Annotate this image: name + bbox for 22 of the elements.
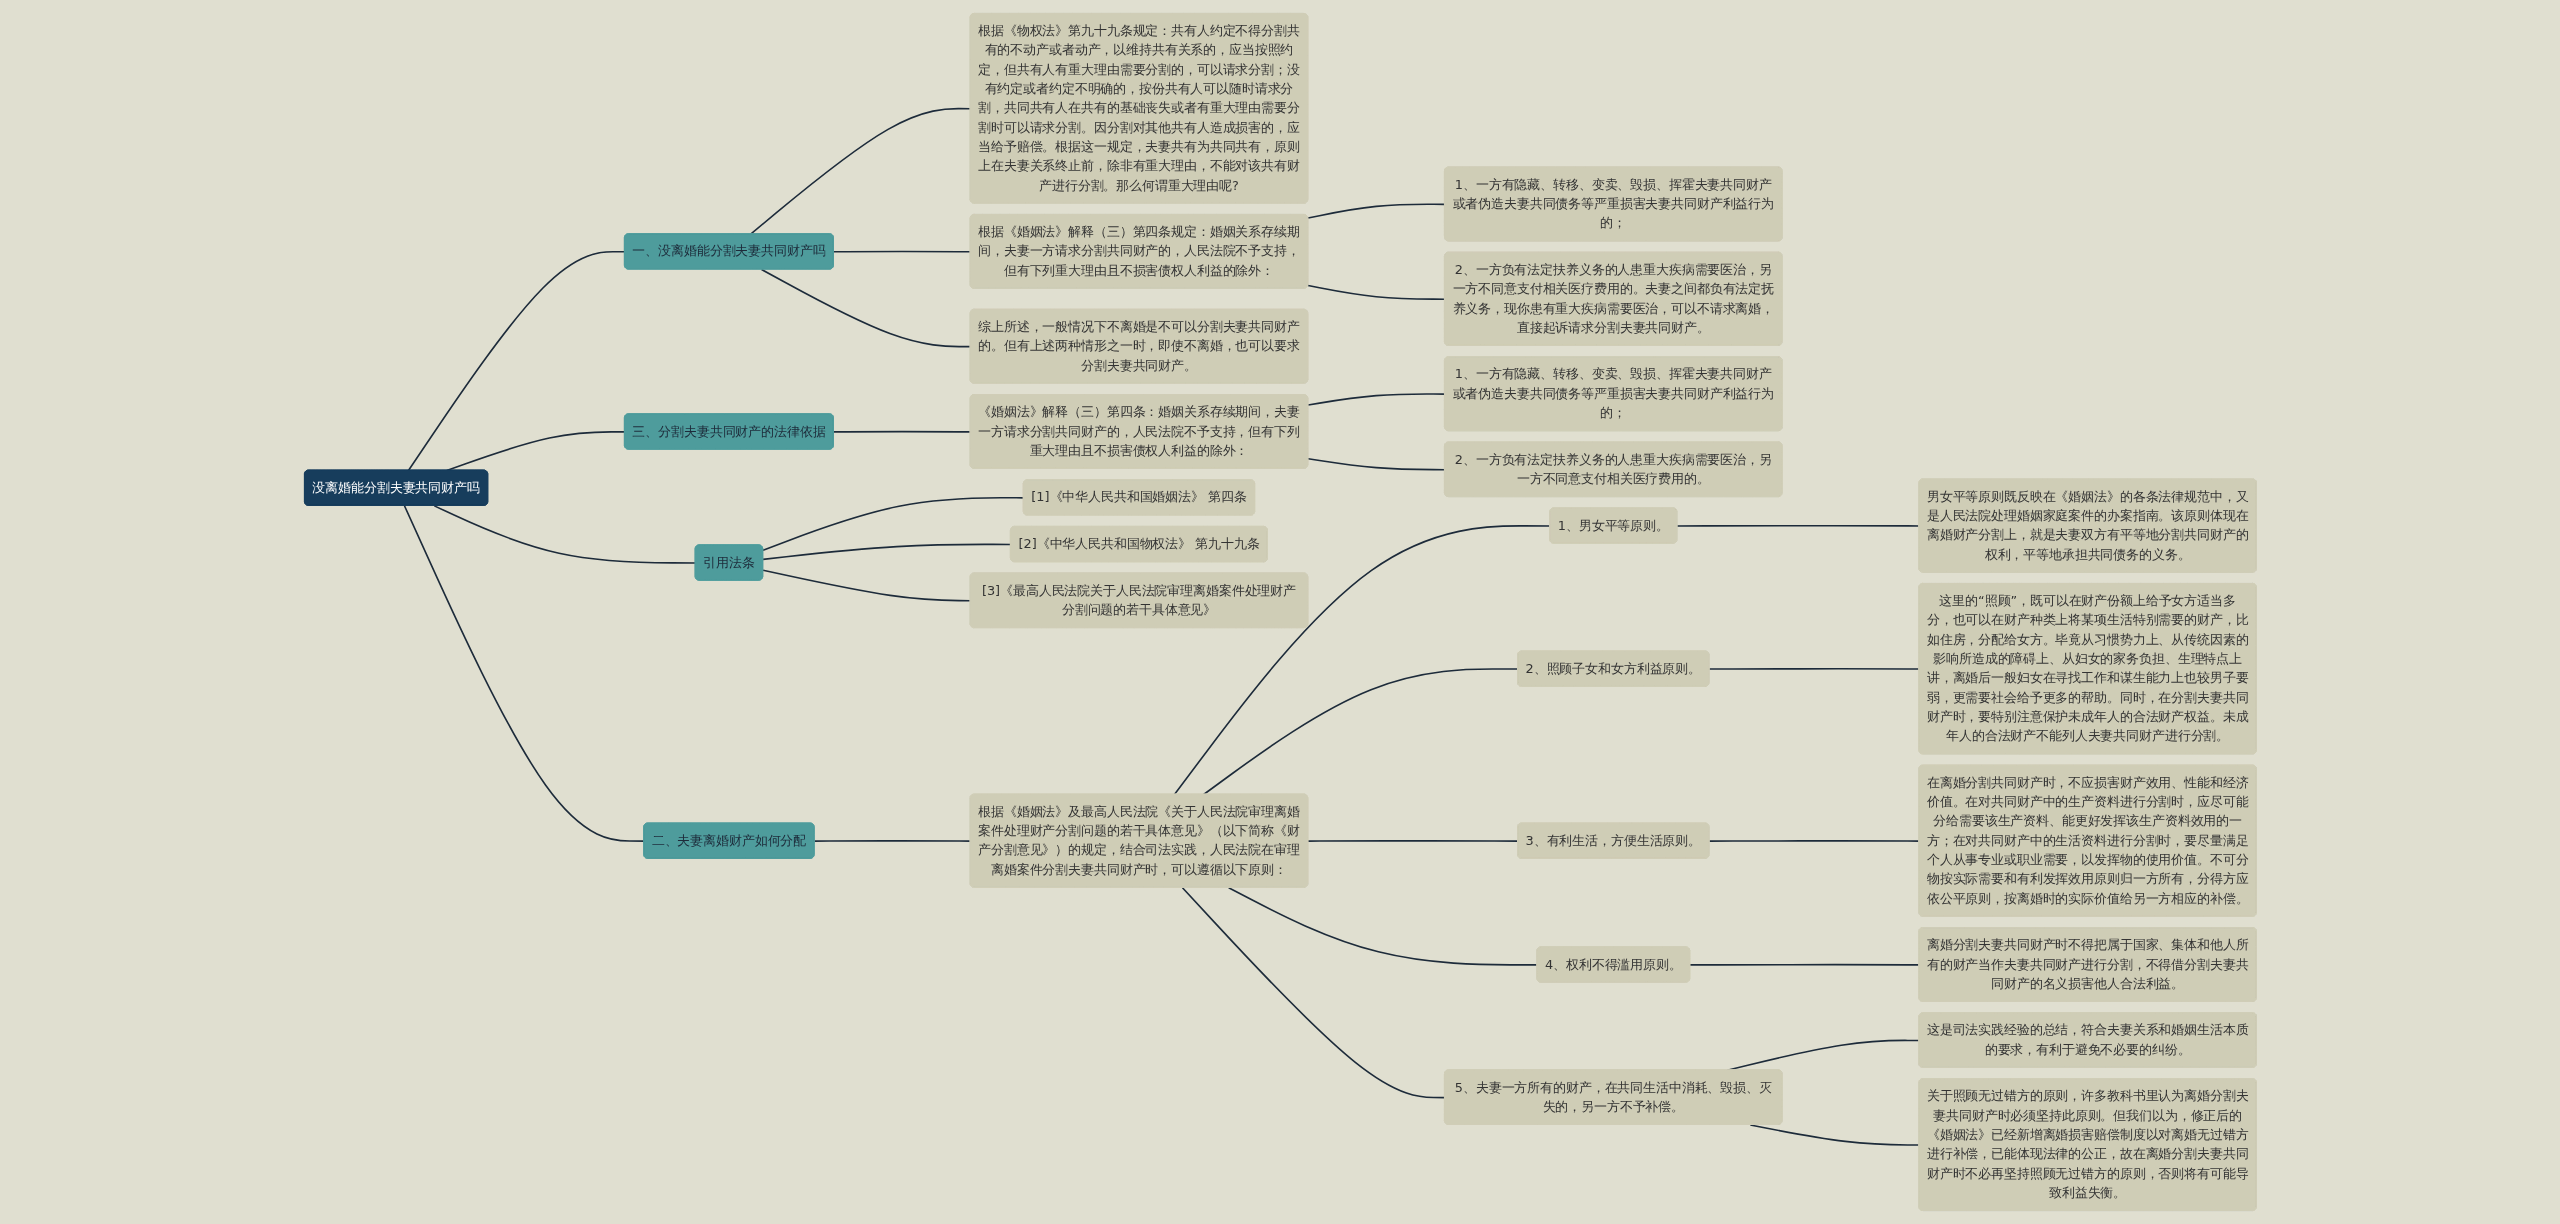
connector <box>1708 668 1920 670</box>
connector <box>760 268 971 348</box>
connector <box>1306 458 1446 471</box>
connector <box>1181 886 1446 1099</box>
connector <box>1306 840 1519 842</box>
connector <box>403 505 645 842</box>
connector <box>1173 525 1551 796</box>
connector <box>1688 963 1920 966</box>
connector <box>1306 284 1446 301</box>
connector <box>832 250 971 253</box>
connector <box>433 505 696 564</box>
connector <box>1202 668 1519 796</box>
connector <box>1306 203 1446 219</box>
connector <box>832 430 971 433</box>
connector <box>1708 840 1920 842</box>
connector <box>1306 393 1446 406</box>
connector <box>1749 1124 1920 1146</box>
connector <box>761 569 971 602</box>
connector <box>1227 886 1538 966</box>
connector <box>749 107 971 235</box>
connector <box>813 840 971 842</box>
connector <box>1676 524 1920 527</box>
